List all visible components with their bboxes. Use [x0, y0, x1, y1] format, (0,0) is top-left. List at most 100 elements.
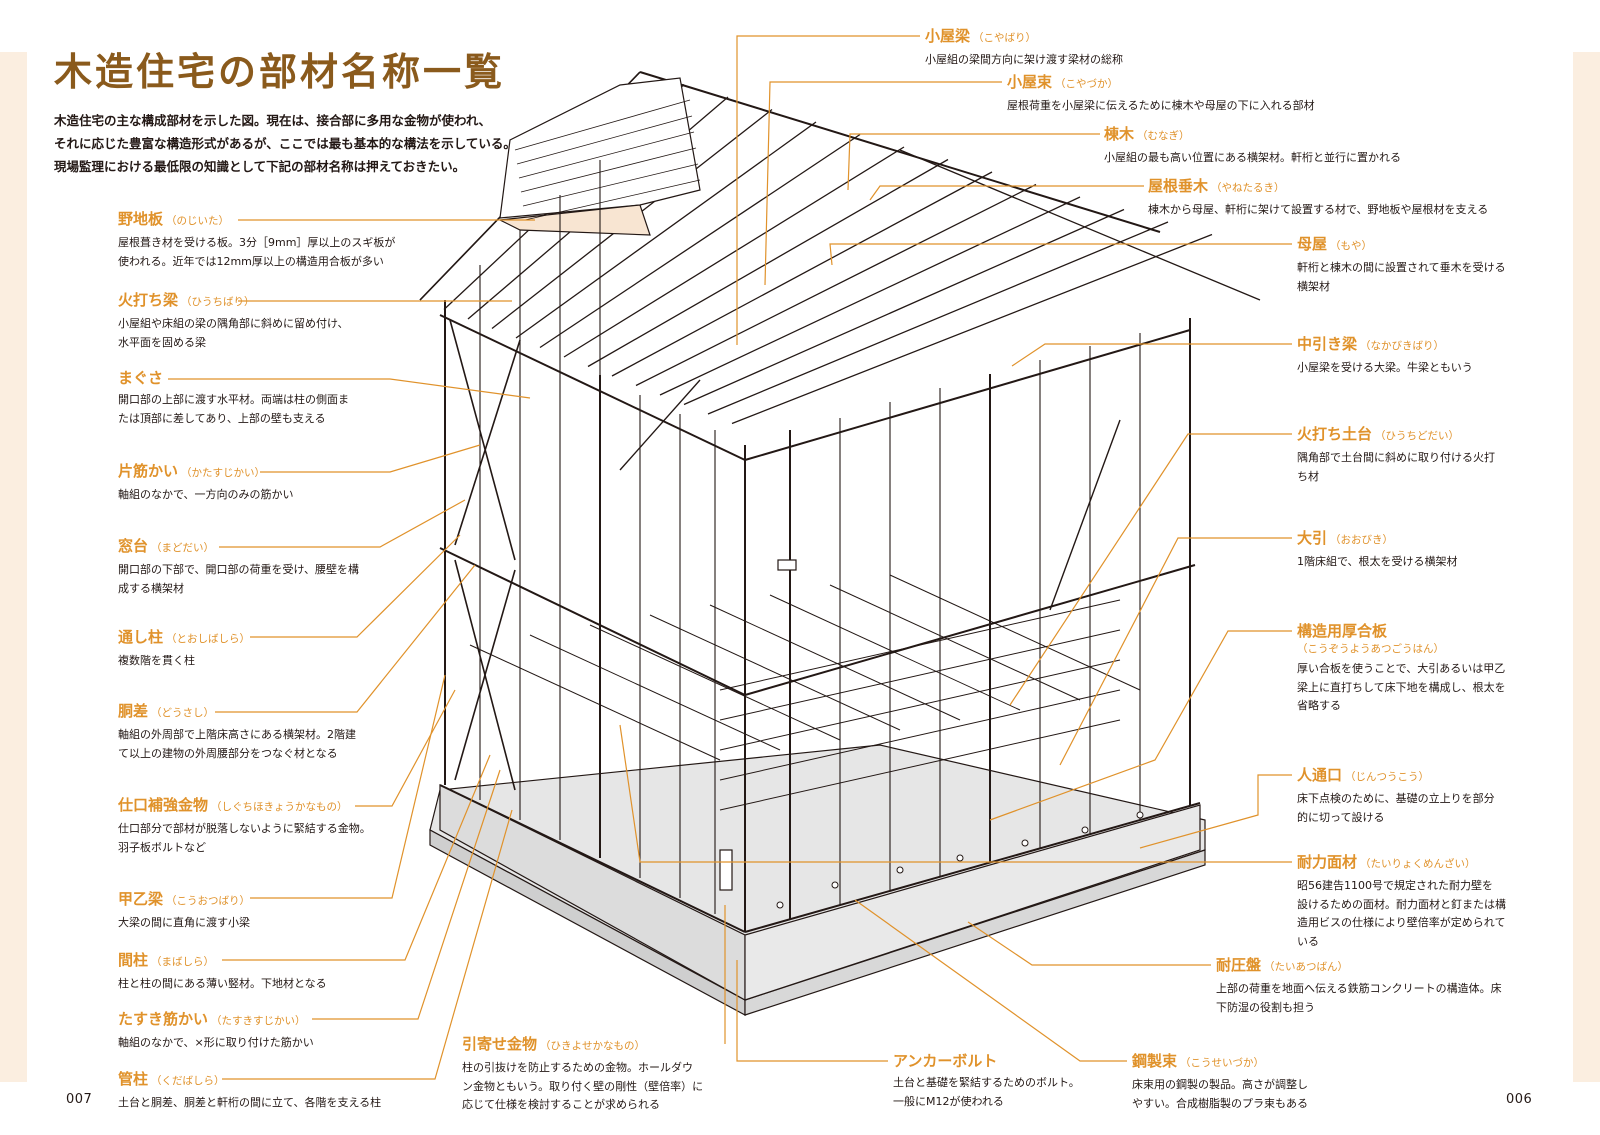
label-description: 小屋梁を受ける大梁。牛梁ともいう [1297, 359, 1537, 378]
anchor-bolt [776, 901, 784, 909]
description-line: 床下点検のために、基礎の立上りを部分 [1297, 792, 1495, 805]
page-number-right: 006 [1506, 1092, 1533, 1107]
label-description: 軸組のなかで、一方向のみの筋かい [118, 486, 448, 505]
label-name: 小屋梁（こやばり） [925, 26, 1245, 48]
sheathing-line [524, 179, 701, 221]
label-reading: （くだばしら） [151, 1075, 225, 1087]
label-reading: （こうおつばり） [166, 895, 251, 907]
label-term: 片筋かい [118, 462, 179, 480]
label-name: 甲乙梁（こうおつばり） [118, 889, 448, 911]
label-name: 屋根垂木（やねたるき） [1148, 176, 1508, 198]
description-line: 仕口部分で部材が脱落しないように緊結する金物。 [118, 822, 371, 835]
leader-line-24 [250, 674, 446, 899]
label-name: 耐力面材（たいりょくめんざい） [1297, 852, 1537, 874]
leader-line-1 [736, 35, 920, 345]
label-reading: （たいあつばん） [1264, 961, 1349, 973]
roof-rafter [731, 233, 1213, 425]
label-reading: （ひうちどだい） [1375, 430, 1460, 442]
description-line: 1階床組で、根太を受ける横架材 [1297, 555, 1458, 568]
label-reading: （のじいた） [166, 215, 230, 227]
label-14: アンカーボルト土台と基礎を緊結するためのボルト。一般にM12が使われる [893, 1051, 1133, 1111]
sheathing-line [520, 147, 697, 193]
label-name: 間柱（まばしら） [118, 950, 448, 972]
description-line: 横架材 [1297, 279, 1330, 293]
description-line: 床束用の鋼製の製品。高さが調整し [1132, 1078, 1308, 1091]
description-line: て以上の建物の外周腰部分をつなぐ材となる [118, 746, 338, 760]
description-line: 成する横架材 [118, 581, 184, 595]
label-term: 窓台 [118, 537, 149, 555]
label-15: 引寄せ金物（ひきよせかなもの）柱の引抜けを防止するための金物。ホールダウン金物と… [462, 1034, 752, 1115]
label-name: 火打ち土台（ひうちどだい） [1297, 424, 1537, 446]
label-term: 間柱 [118, 951, 149, 969]
label-description: 厚い合板を使うことで、大引あるいは甲乙梁上に直打ちして床下地を構成し、根太を省略… [1297, 660, 1537, 716]
label-term: 胴差 [118, 702, 149, 720]
label-description: 昭56建告1100号で規定された耐力壁を設けるための面材。耐力面材と釘または構造… [1297, 877, 1537, 951]
anchor-bolt [1081, 826, 1089, 834]
label-11: 耐力面材（たいりょくめんざい） 昭56建告1100号で規定された耐力壁を設けるため… [1297, 852, 1537, 951]
label-term: 構造用厚合板 [1297, 622, 1388, 640]
description-line: 下防湿の役割も担う [1216, 1000, 1315, 1014]
label-4: 屋根垂木（やねたるき） 棟木から母屋、軒桁に架けて設置する材で、野地板や屋根材を支… [1148, 176, 1508, 220]
floor-joist [889, 574, 1141, 691]
eave-beam-front [439, 314, 746, 461]
label-term: 母屋 [1297, 235, 1328, 253]
label-reading: （どうさし） [151, 707, 215, 719]
description-line: 複数階を貫く柱 [118, 654, 195, 667]
label-17: 火打ち梁（ひうちばり）小屋組や床組の梁の隅角部に斜めに留め付け、水平面を固める梁 [118, 290, 448, 352]
label-term: 火打ち土台 [1297, 425, 1373, 443]
label-reading: （こうぞうようあつごうはん） [1297, 643, 1444, 655]
label-13: 鋼製束（こうせいづか）床束用の鋼製の製品。高さが調整しやすい。合成樹脂製のプラ束… [1132, 1051, 1392, 1113]
label-name: 引寄せ金物（ひきよせかなもの） [462, 1034, 752, 1056]
label-description: 1階床組で、根太を受ける横架材 [1297, 553, 1537, 572]
description-line: いる [1297, 934, 1319, 948]
sheathing-line [522, 163, 699, 207]
roof-rafter [659, 196, 1081, 396]
leader-line-23 [355, 689, 456, 807]
label-name: 火打ち梁（ひうちばり） [118, 290, 448, 312]
label-reading: （とおしばしら） [166, 633, 251, 645]
label-reading: （こやづか） [1055, 78, 1119, 90]
floor-joist [709, 604, 961, 721]
sheathing-line [514, 99, 691, 151]
floor-beam [719, 689, 1121, 781]
floor-joist [829, 584, 1081, 701]
label-description: 隅角部で土台間に斜めに取り付ける火打ち材 [1297, 449, 1537, 486]
label-description: 柱と柱の間にある薄い竪材。下地材となる [118, 975, 448, 994]
description-line: 一般にM12が使われる [893, 1094, 1004, 1108]
leader-line-10 [1139, 774, 1292, 849]
label-reading: （やねたるき） [1211, 182, 1285, 194]
description-line: 設けるための面材。耐力面材と釘または構 [1297, 897, 1506, 911]
anchor-bolt [1021, 839, 1029, 847]
roof-rafter [707, 221, 1169, 415]
label-description: 開口部の下部で、開口部の荷重を受け、腰壁を構成する横架材 [118, 561, 448, 598]
description-line: 梁上に直打ちして床下地を構成し、根太を [1297, 680, 1506, 694]
left-page-edge [0, 52, 27, 1082]
floor-joist [469, 644, 721, 761]
label-description: 屋根荷重を小屋梁に伝えるために棟木や母屋の下に入れる部材 [1007, 97, 1347, 116]
description-line: 応じて仕様を検討することが求められる [462, 1098, 660, 1111]
label-reading: （じんつうこう） [1345, 771, 1430, 783]
label-9: 構造用厚合板 （こうぞうようあつごうはん） 厚い合板を使うことで、大引あるいは甲乙梁… [1297, 621, 1537, 716]
leader-line-9 [989, 630, 1292, 821]
label-description: 大梁の間に直角に渡す小梁 [118, 914, 448, 933]
label-term: 耐圧盤 [1216, 956, 1262, 974]
description-line: 造用ビスの仕様により壁倍率が定められて [1297, 916, 1506, 929]
label-description: 棟木から母屋、軒桁に架けて設置する材で、野地板や屋根材を支える [1148, 201, 1508, 220]
label-description: 土台と胴差、胴差と軒桁の間に立て、各階を支える柱 [118, 1094, 448, 1113]
label-term: アンカーボルト [893, 1052, 998, 1070]
label-term: 中引き梁 [1297, 335, 1358, 353]
brace-lower [454, 569, 516, 781]
sheathing-line [518, 131, 695, 179]
label-7: 火打ち土台（ひうちどだい） 隅角部で土台間に斜めに取り付ける火打ち材 [1297, 424, 1537, 486]
label-reading: （しぐちほきょうかなもの） [211, 801, 348, 813]
label-name: 大引（おおびき） [1297, 528, 1537, 550]
leader-line-2 [764, 81, 1002, 286]
description-line: 軸組の外周部で上階床高さにある横架材。2階建 [118, 728, 356, 741]
label-name: 人通口（じんつうこう） [1297, 765, 1537, 787]
label-21: 通し柱（とおしばしら）複数階を貫く柱 [118, 627, 448, 671]
floor-beam [719, 719, 1121, 811]
label-term: 耐力面材 [1297, 853, 1358, 871]
label-reading: （ひきよせかなもの） [540, 1040, 646, 1052]
description-line: 柱と柱の間にある薄い竪材。下地材となる [118, 977, 327, 990]
leader-line-12 [967, 921, 1211, 966]
